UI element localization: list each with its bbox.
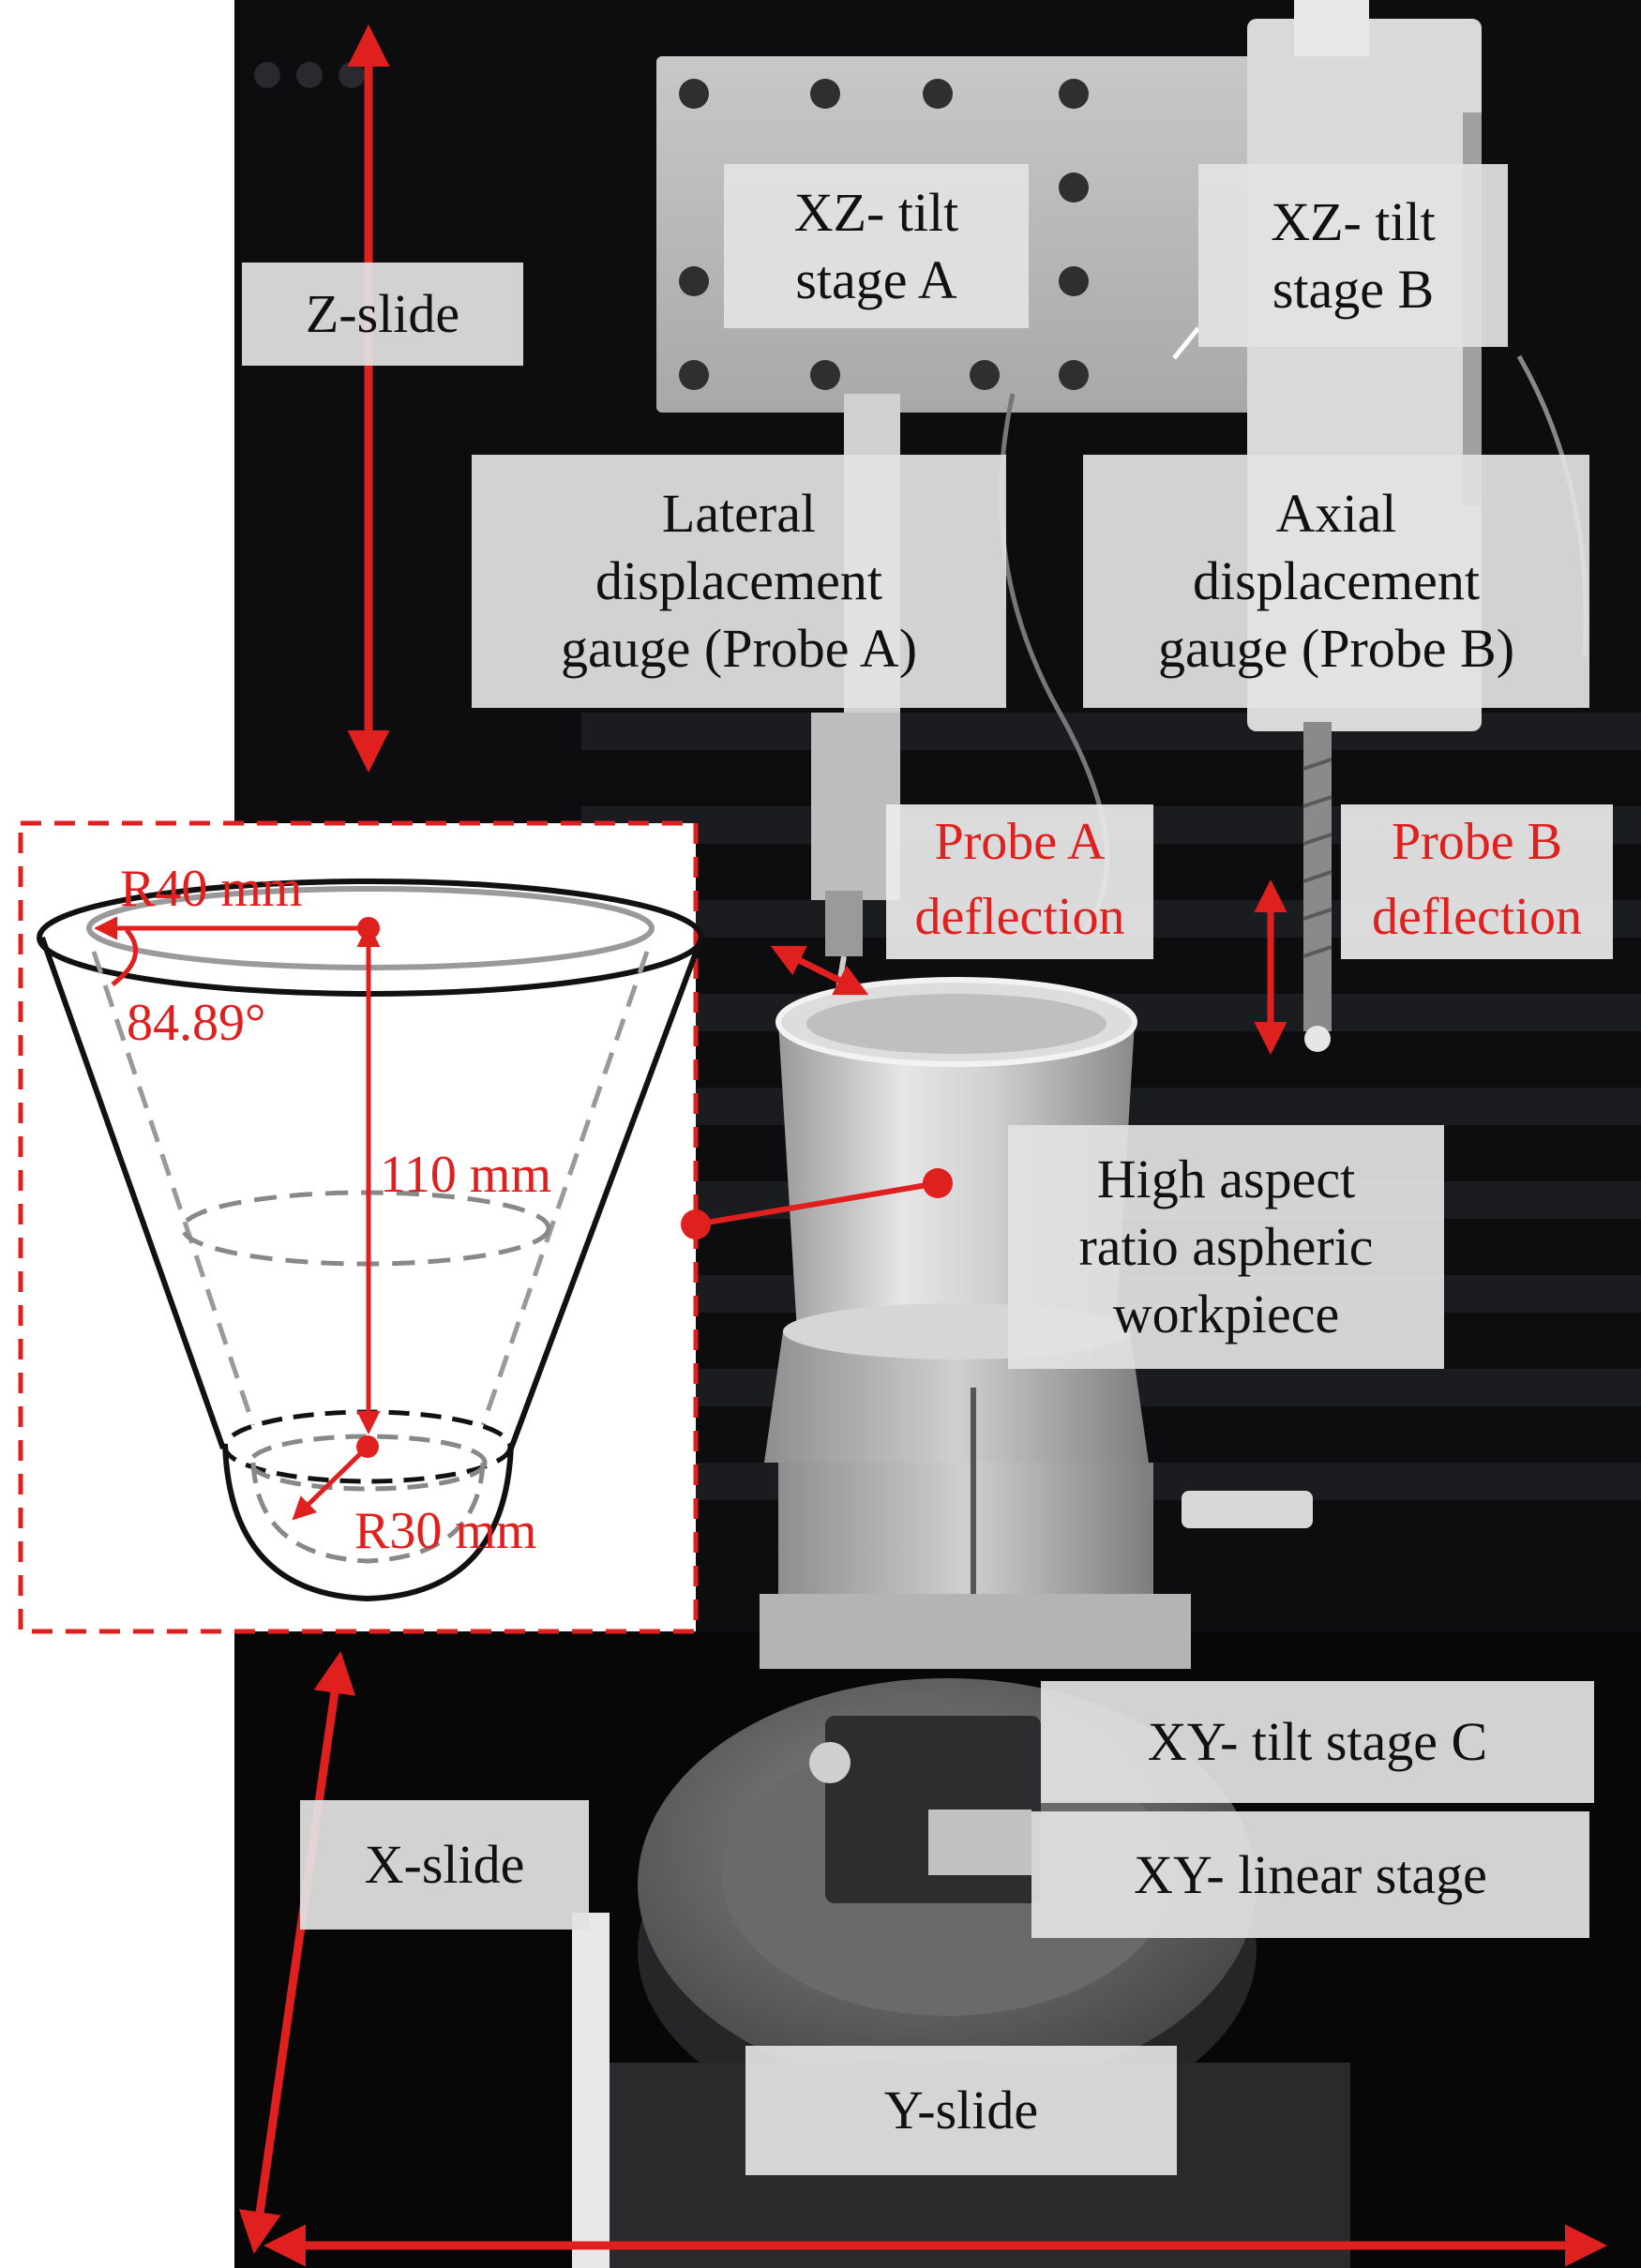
probe-a-deflection-label: Probe A deflection — [886, 804, 1153, 959]
xy-linear-stage-label: XY- linear stage — [1031, 1811, 1589, 1938]
lateral-gauge-label: Lateral displacement gauge (Probe A) — [472, 455, 1006, 708]
fixture-base-plate — [760, 1594, 1191, 1669]
bottom-radius-dimension: R30 mm — [354, 1502, 537, 1560]
fixture-block — [778, 1463, 1153, 1613]
xz-tilt-stage-a-label: XZ- tilt stage A — [724, 164, 1029, 328]
xy-tilt-stage-c-label: XY- tilt stage C — [1041, 1681, 1594, 1803]
workpiece-label: High aspect ratio aspheric workpiece — [1008, 1125, 1444, 1369]
y-slide-label: Y-slide — [745, 2046, 1177, 2175]
axial-gauge-label: Axial displacement gauge (Probe B) — [1083, 455, 1589, 708]
height-dimension: 110 mm — [380, 1146, 552, 1204]
probe-b-tip — [1304, 1026, 1331, 1052]
xz-tilt-stage-b-label: XZ- tilt stage B — [1198, 164, 1508, 347]
z-slide-label: Z-slide — [242, 263, 523, 366]
top-left-connectors — [254, 62, 365, 88]
angle-dimension: 84.89° — [127, 994, 266, 1052]
top-radius-dimension: R40 mm — [120, 860, 303, 918]
workpiece — [764, 977, 1149, 1463]
probe-a-body — [811, 713, 900, 900]
mount-plate-holes — [679, 79, 1089, 390]
probe-b-deflection-label: Probe B deflection — [1341, 804, 1613, 959]
x-slide-label: X-slide — [300, 1800, 589, 1930]
